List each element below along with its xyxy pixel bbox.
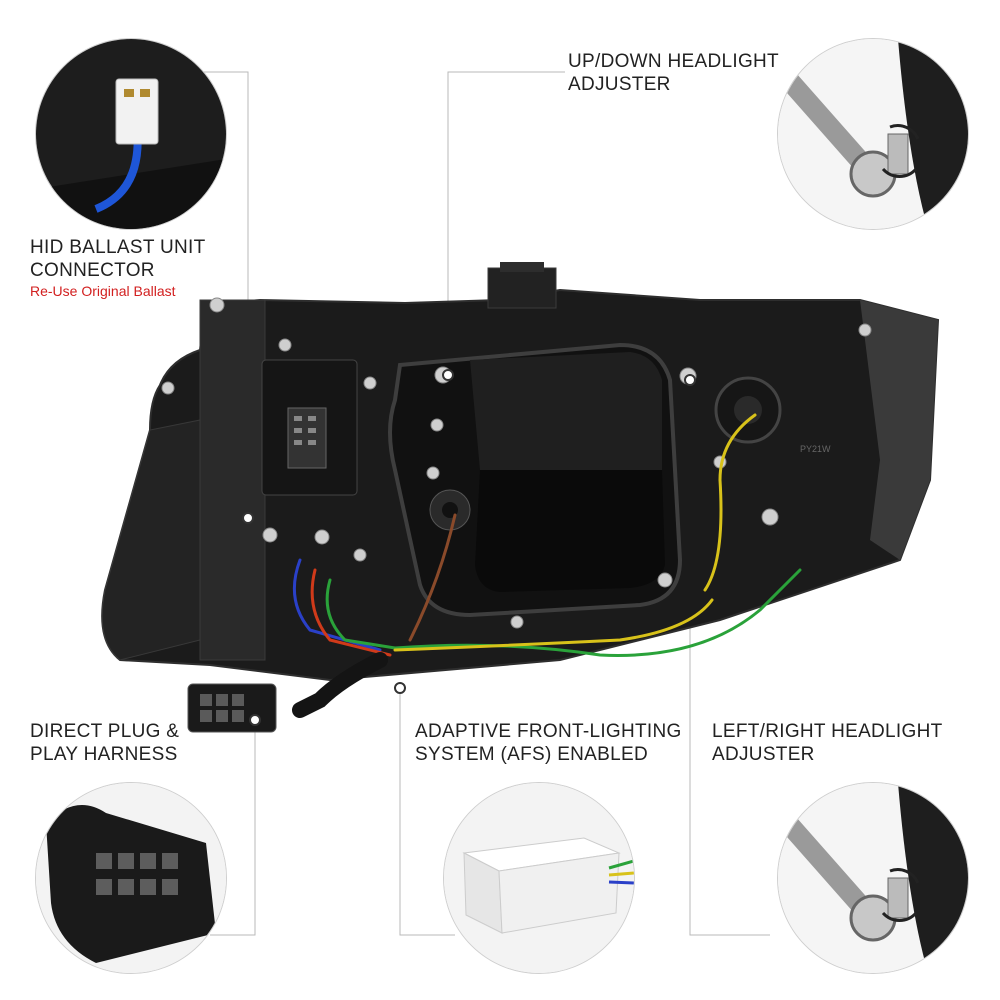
ballast-connector-inset: [35, 38, 227, 230]
wires: [292, 413, 802, 718]
harness-label: DIRECT PLUG & PLAY HARNESS: [30, 720, 179, 766]
ballast-label-line2: CONNECTOR: [30, 260, 155, 281]
ballast-label-line1: HID BALLAST UNIT: [30, 237, 206, 258]
screws: [161, 297, 872, 629]
updown-label-line1: UP/DOWN HEADLIGHT: [568, 51, 779, 72]
harness-plug-inset: [35, 782, 227, 974]
ballast-note: Re-Use Original Ballast: [30, 283, 176, 299]
harness-label-line1: DIRECT PLUG &: [30, 721, 180, 742]
afs-label-line1: ADAPTIVE FRONT-LIGHTING: [415, 721, 682, 742]
afs-label: ADAPTIVE FRONT-LIGHTING SYSTEM (AFS) ENA…: [415, 720, 682, 766]
leftright-label-line1: LEFT/RIGHT HEADLIGHT: [712, 721, 943, 742]
afs-module-inset: [443, 782, 635, 974]
leader-markers: [242, 369, 696, 726]
harness-label-line2: PLAY HARNESS: [30, 744, 178, 765]
updown-label-line2: ADJUSTER: [568, 74, 671, 95]
leftright-label: LEFT/RIGHT HEADLIGHT ADJUSTER: [712, 720, 943, 766]
updown-label: UP/DOWN HEADLIGHT ADJUSTER: [568, 50, 779, 96]
bulb-marking: PY21W: [800, 444, 831, 454]
up-down-adjuster-inset: [777, 38, 969, 230]
left-right-adjuster-inset: [777, 782, 969, 974]
leftright-label-line2: ADJUSTER: [712, 744, 815, 765]
ballast-label: HID BALLAST UNIT CONNECTOR Re-Use Origin…: [30, 236, 206, 300]
afs-label-line2: SYSTEM (AFS) ENABLED: [415, 744, 648, 765]
